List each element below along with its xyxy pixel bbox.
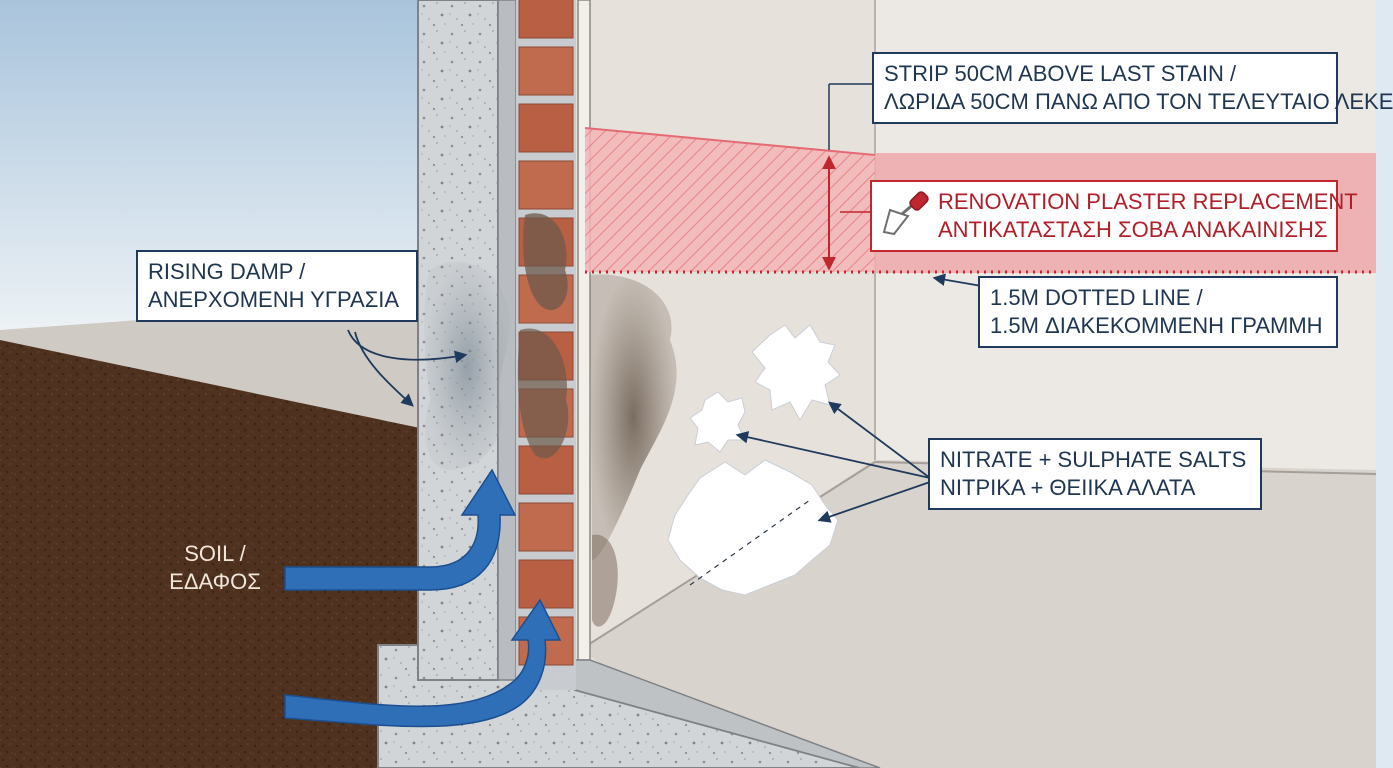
soil-label: SOIL / ΕΔΑΦΟΣ — [160, 540, 270, 596]
salts-label-line2: ΝΙΤΡΙΚΑ + ΘΕΙΙΚΑ ΑΛΑΤΑ — [940, 475, 1196, 500]
soil-label-line1: SOIL / — [184, 541, 246, 566]
rising-damp-label: RISING DAMP / ΑΝΕΡΧΟΜΕΝΗ ΥΓΡΑΣΙΑ — [136, 250, 418, 322]
salts-label-line1: NITRATE + SULPHATE SALTS — [940, 447, 1247, 472]
strip-label-line2: ΛΩΡΙΔΑ 50CM ΠΑΝΩ ΑΠΟ ΤΟΝ ΤΕΛΕΥΤΑΙΟ ΛΕΚΕ — [884, 89, 1393, 114]
brick — [518, 46, 574, 96]
damp-stain-concrete — [424, 261, 510, 470]
salts-label: NITRATE + SULPHATE SALTS ΝΙΤΡΙΚΑ + ΘΕΙΙΚ… — [928, 438, 1262, 510]
dotted-line-label-line2: 1.5M ΔΙΑΚΕΚΟΜΜΕΝΗ ΓΡΑΜΜΗ — [990, 313, 1323, 338]
damp-stain-brick — [523, 213, 568, 311]
strip-label-line1: STRIP 50CM ABOVE LAST STAIN / — [884, 61, 1237, 86]
trowel-icon — [882, 191, 929, 236]
dotted-line-label: 1.5M DOTTED LINE / 1.5M ΔΙΑΚΕΚΟΜΜΕΝΗ ΓΡΑ… — [978, 276, 1338, 348]
strip-label: STRIP 50CM ABOVE LAST STAIN / ΛΩΡΙΔΑ 50C… — [872, 52, 1393, 124]
rising-damp-label-line2: ΑΝΕΡΧΟΜΕΝΗ ΥΓΡΑΣΙΑ — [148, 287, 400, 312]
brick — [518, 0, 574, 39]
damp-stain-interior — [590, 274, 677, 560]
renovation-label-line1: RENOVATION PLASTER REPLACEMENT — [938, 189, 1358, 214]
soil — [0, 340, 420, 768]
brick — [518, 160, 574, 210]
brick — [518, 502, 574, 552]
renovation-label: RENOVATION PLASTER REPLACEMENT ΑΝΤΙΚΑΤΑΣ… — [870, 180, 1358, 252]
brick — [518, 559, 574, 609]
renovation-label-line2: ΑΝΤΙΚΑΤΑΣΤΑΣΗ ΣΟΒΑ ΑΝΑΚΑΙΝΙΣΗΣ — [938, 217, 1328, 242]
moisture-arrow-upper — [284, 468, 517, 591]
moisture-arrows — [284, 468, 562, 728]
brick — [518, 103, 574, 153]
rising-damp-label-line1: RISING DAMP / — [148, 259, 306, 284]
moisture-arrow-lower — [284, 598, 562, 728]
salt-crystals — [667, 324, 841, 596]
ground-surface — [0, 300, 420, 430]
soil-label-line2: ΕΔΑΦΟΣ — [169, 569, 261, 594]
dotted-line-label-line1: 1.5M DOTTED LINE / — [990, 285, 1203, 310]
